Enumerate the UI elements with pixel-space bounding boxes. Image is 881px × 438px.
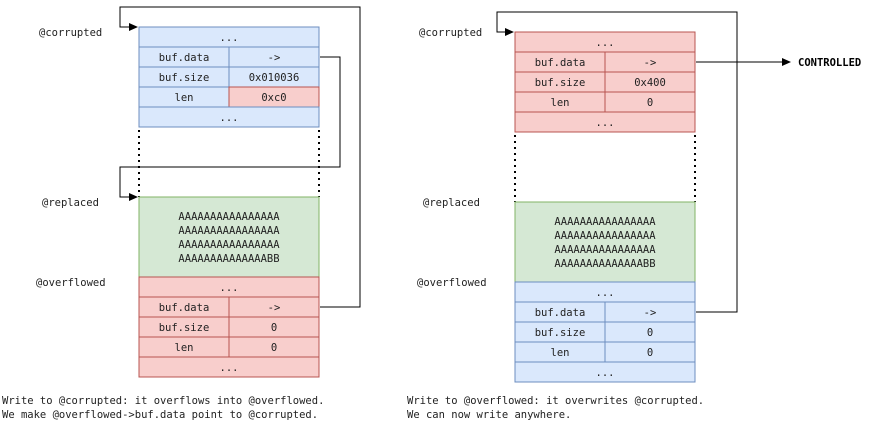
field-name: buf.size — [535, 77, 586, 89]
right-wire-overflowed-to-corrupted — [496, 11, 738, 313]
overflow-bytes-line: AAAAAAAAAAAAAABB — [554, 258, 655, 270]
overflow-bytes-line: AAAAAAAAAAAAAAAA — [178, 225, 280, 237]
caption-line: We can now write anywhere. — [407, 409, 571, 421]
field-name: buf.data — [159, 302, 210, 314]
overflow-bytes-line: AAAAAAAAAAAAAAAA — [554, 230, 656, 242]
field-name: buf.size — [159, 322, 210, 334]
field-value: 0 — [647, 347, 653, 359]
replaced-fill — [138, 196, 320, 278]
field-name: buf.size — [159, 72, 210, 84]
struct-ellipsis: ... — [596, 37, 615, 49]
struct-ellipsis: ... — [220, 282, 239, 294]
label-overflowed: @overflowed — [36, 277, 106, 289]
left-corrupted-struct: ... buf.data -> buf.size 0x010036 len 0x… — [138, 26, 320, 128]
field-value: 0 — [271, 322, 277, 334]
field-name: buf.data — [159, 52, 210, 64]
right-overflowed-struct: ... buf.data -> buf.size 0 len 0 ... — [514, 281, 696, 383]
struct-bottom-row — [138, 356, 320, 378]
field-name: len — [551, 97, 570, 109]
struct-ellipsis: ... — [220, 32, 239, 44]
field-value: -> — [644, 57, 657, 69]
field-name: len — [175, 92, 194, 104]
caption-line: We make @overflowed->buf.data point to @… — [2, 409, 318, 421]
struct-ellipsis: ... — [596, 287, 615, 299]
label-overflowed: @overflowed — [417, 277, 487, 289]
field-value: 0 — [647, 97, 653, 109]
struct-bottom-row — [138, 106, 320, 128]
left-overflowed-struct: ... buf.data -> buf.size 0 len 0 ... — [138, 276, 320, 378]
struct-ellipsis: ... — [596, 367, 615, 379]
replaced-fill — [514, 201, 696, 283]
field-name: len — [551, 347, 570, 359]
field-name: buf.data — [535, 307, 586, 319]
field-value: 0x010036 — [249, 72, 300, 84]
struct-ellipsis: ... — [220, 112, 239, 124]
struct-ellipsis: ... — [220, 362, 239, 374]
field-value: -> — [268, 302, 281, 314]
label-replaced: @replaced — [42, 197, 99, 209]
overflow-bytes-line: AAAAAAAAAAAAAAAA — [554, 244, 656, 256]
label-replaced: @replaced — [423, 197, 480, 209]
right-corrupted-struct: ... buf.data -> buf.size 0x400 len 0 ... — [514, 31, 696, 133]
overflow-bytes-line: AAAAAAAAAAAAAABB — [178, 253, 279, 265]
left-wire-overflowed-to-corrupted — [119, 6, 361, 308]
overflow-bytes-line: AAAAAAAAAAAAAAAA — [178, 239, 280, 251]
field-value: 0x400 — [634, 77, 666, 89]
field-value: 0 — [271, 342, 277, 354]
label-controlled: CONTROLLED — [798, 57, 861, 69]
field-value: -> — [644, 307, 657, 319]
field-value: 0 — [647, 327, 653, 339]
caption-line: Write to @overflowed: it overwrites @cor… — [407, 395, 704, 407]
field-value: 0xc0 — [261, 92, 286, 104]
left-panel: ... buf.data -> buf.size 0x010036 len 0x… — [2, 6, 361, 421]
field-name: len — [175, 342, 194, 354]
field-name: buf.data — [535, 57, 586, 69]
field-name: buf.size — [535, 327, 586, 339]
label-corrupted: @corrupted — [419, 27, 482, 39]
left-replaced-block: AAAAAAAAAAAAAAAA AAAAAAAAAAAAAAAA AAAAAA… — [138, 196, 320, 278]
struct-bottom-row — [514, 361, 696, 383]
overflow-bytes-line: AAAAAAAAAAAAAAAA — [178, 211, 280, 223]
right-replaced-block: AAAAAAAAAAAAAAAA AAAAAAAAAAAAAAAA AAAAAA… — [514, 201, 696, 283]
left-wire-corrupted-to-replaced — [119, 56, 341, 201]
overflow-bytes-line: AAAAAAAAAAAAAAAA — [554, 216, 656, 228]
label-corrupted: @corrupted — [39, 27, 102, 39]
caption-line: Write to @corrupted: it overflows into @… — [2, 395, 324, 407]
struct-bottom-row — [514, 111, 696, 133]
struct-ellipsis: ... — [596, 117, 615, 129]
field-value: -> — [268, 52, 281, 64]
right-panel: ... buf.data -> buf.size 0x400 len 0 ...… — [407, 11, 861, 421]
